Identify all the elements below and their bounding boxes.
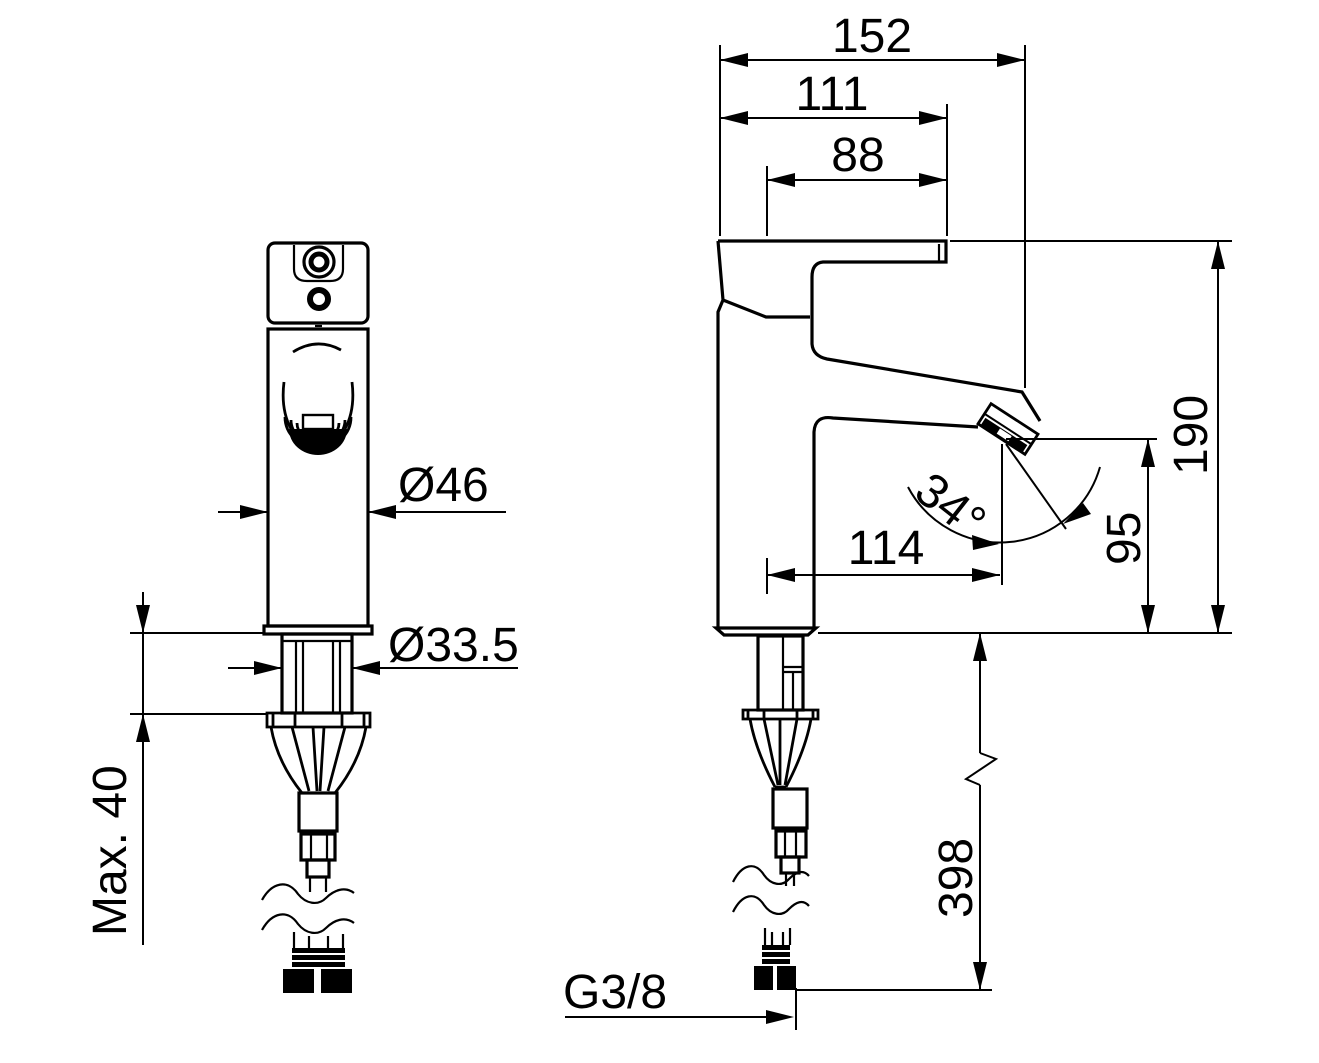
arrowhead xyxy=(1211,605,1225,633)
dim-outlet-reach: 114 xyxy=(767,522,1000,582)
hose-collar-side xyxy=(779,855,801,875)
hex-nut-side xyxy=(774,829,808,859)
hose-fitting-side xyxy=(754,966,773,990)
dim-connection-thread: G3/8 xyxy=(563,966,794,1024)
arrowhead xyxy=(973,962,987,990)
hose-rib-side xyxy=(762,959,790,964)
dim-max-deck-thickness: Max. 40 xyxy=(84,592,266,945)
dim-lever-depth-label: 111 xyxy=(796,68,869,121)
supply-hose-side xyxy=(732,865,810,990)
hex-nut-front xyxy=(299,832,337,862)
mounting-hardware-side xyxy=(741,634,820,875)
hose-upper-front xyxy=(308,877,328,892)
aerator-front-notch xyxy=(301,413,335,431)
threaded-shank-front xyxy=(280,632,354,715)
front-view xyxy=(261,241,374,993)
dim-overall-height: 190 xyxy=(1165,241,1225,633)
arrowhead xyxy=(136,605,150,633)
mounting-cone-side xyxy=(741,708,820,789)
lever-pocket xyxy=(292,245,345,283)
mounting-hardware-front xyxy=(265,632,372,879)
hose-fitting-front xyxy=(321,969,352,993)
supply-hose-front xyxy=(261,877,355,993)
dim-lever-length-label: 88 xyxy=(831,129,884,182)
dim-lever-depth: 111 xyxy=(720,68,947,125)
aerator-front-dark xyxy=(289,429,347,455)
hose-lower-side xyxy=(763,928,792,945)
arrowhead xyxy=(972,535,999,550)
arrowhead xyxy=(368,505,396,519)
arrowhead xyxy=(767,568,795,582)
dim-overall-height-label: 190 xyxy=(1165,395,1218,475)
dim-outlet-height: 95 xyxy=(1098,439,1155,633)
hose-collar-front xyxy=(305,858,331,879)
arrowhead xyxy=(720,53,748,67)
faucet-lever-front xyxy=(266,241,370,325)
arrowhead xyxy=(1141,439,1155,467)
arrowhead xyxy=(1141,605,1155,633)
hose-rib-front xyxy=(292,955,345,960)
arrowhead xyxy=(1211,241,1225,269)
body-outline-front xyxy=(266,327,370,628)
hose-rib-front xyxy=(292,948,345,953)
arrowhead xyxy=(766,1010,794,1024)
hex-nut-faces-front xyxy=(309,834,329,860)
body-outline-side xyxy=(711,239,1042,637)
shank-block-side xyxy=(771,787,809,830)
dimensions: 152 111 88 190 95 xyxy=(84,10,1232,1030)
side-view xyxy=(711,239,1042,990)
arrowhead xyxy=(767,173,795,187)
hose-rib-side xyxy=(762,945,790,950)
break-lines-side xyxy=(732,865,810,915)
dim-body-diameter-label: Ø46 xyxy=(398,459,489,512)
shank-thread-lines-front xyxy=(282,639,352,713)
arrowhead xyxy=(720,111,748,125)
dim-overall-depth-label: 152 xyxy=(832,10,912,63)
hose-fitting-front xyxy=(283,969,314,993)
arrowhead xyxy=(919,111,947,125)
dim-below-deck-length-label: 398 xyxy=(930,838,983,918)
arrowhead xyxy=(240,505,268,519)
faucet-body-front xyxy=(262,324,374,636)
lever-screw-outer xyxy=(302,245,336,279)
break-lines-front xyxy=(261,883,355,934)
arrowhead xyxy=(973,633,987,661)
dim-shank-diameter-label: Ø33.5 xyxy=(388,619,519,672)
hex-nut-faces-side xyxy=(783,831,798,857)
dim-outlet-height-label: 95 xyxy=(1098,512,1151,565)
arrowhead xyxy=(254,661,282,675)
dim-body-diameter: Ø46 xyxy=(218,459,506,519)
mounting-cone-front xyxy=(265,711,372,795)
dim-overall-depth: 152 xyxy=(720,10,1025,67)
dim-lever-length: 88 xyxy=(767,129,947,187)
arrowhead xyxy=(972,568,1000,582)
dim-outlet-reach-label: 114 xyxy=(848,522,925,575)
lever-dot-marker xyxy=(307,287,331,311)
dim-shank-diameter: Ø33.5 xyxy=(228,619,519,675)
arrowhead xyxy=(352,661,380,675)
arrowhead xyxy=(997,53,1025,67)
lever-screw-inner xyxy=(308,251,330,273)
arrowhead xyxy=(919,173,947,187)
hose-rib-front xyxy=(292,962,345,967)
hose-fitting-side xyxy=(777,966,796,990)
shank-block-front xyxy=(297,791,339,833)
arrowhead xyxy=(1063,503,1091,524)
shank-lines-side xyxy=(781,636,803,710)
lever-outline-front xyxy=(266,241,370,325)
dim-connection-thread-label: G3/8 xyxy=(563,966,667,1019)
dim-max-deck-thickness-label: Max. 40 xyxy=(84,765,137,936)
arrowhead xyxy=(136,714,150,742)
hose-lower-front xyxy=(292,932,345,948)
hose-rib-side xyxy=(762,952,790,957)
dim-below-deck-length: 398 xyxy=(930,633,999,990)
